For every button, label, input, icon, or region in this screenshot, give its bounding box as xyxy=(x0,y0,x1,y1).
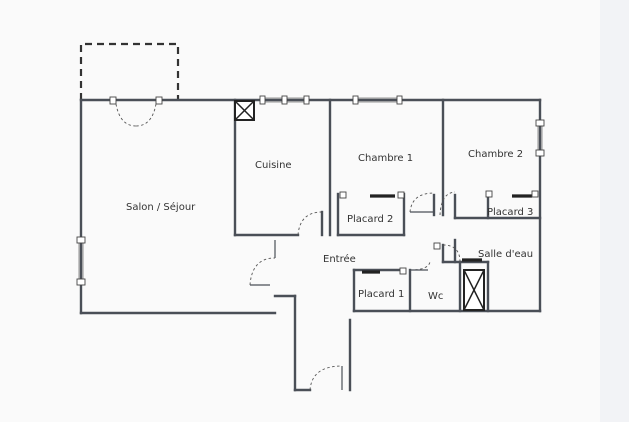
label-placard3: Placard 3 xyxy=(487,207,533,218)
door-salle-eau xyxy=(442,244,461,263)
door-salon-balcony xyxy=(115,103,157,127)
door-entrance xyxy=(309,365,343,391)
door-wc xyxy=(409,261,431,271)
label-cuisine: Cuisine xyxy=(255,160,292,171)
closet-rods xyxy=(339,190,539,275)
label-placard1: Placard 1 xyxy=(358,289,404,300)
door-chambre2 xyxy=(439,191,456,216)
balcony-outline xyxy=(79,42,180,100)
outer-walls xyxy=(79,98,542,392)
paper-edge xyxy=(600,0,629,422)
duct-kitchen xyxy=(234,100,255,121)
label-salon: Salon / Séjour xyxy=(126,201,196,213)
label-salle-eau: Salle d'eau xyxy=(478,249,533,260)
label-wc: Wc xyxy=(428,291,443,302)
label-chambre1: Chambre 1 xyxy=(358,153,413,164)
label-chambre2: Chambre 2 xyxy=(468,149,523,160)
door-chambre1 xyxy=(409,192,435,213)
window-cuisine xyxy=(259,95,310,105)
window-salon xyxy=(109,96,163,105)
label-placard2: Placard 2 xyxy=(347,214,393,225)
door-salon xyxy=(249,240,276,286)
door-kitchen xyxy=(297,211,323,236)
inner-walls xyxy=(233,98,542,313)
label-entree: Entrée xyxy=(323,253,356,265)
window-chambre2 xyxy=(535,119,545,157)
window-salon-left xyxy=(76,236,86,286)
window-chambre1 xyxy=(352,95,403,105)
duct-wc xyxy=(463,269,485,311)
